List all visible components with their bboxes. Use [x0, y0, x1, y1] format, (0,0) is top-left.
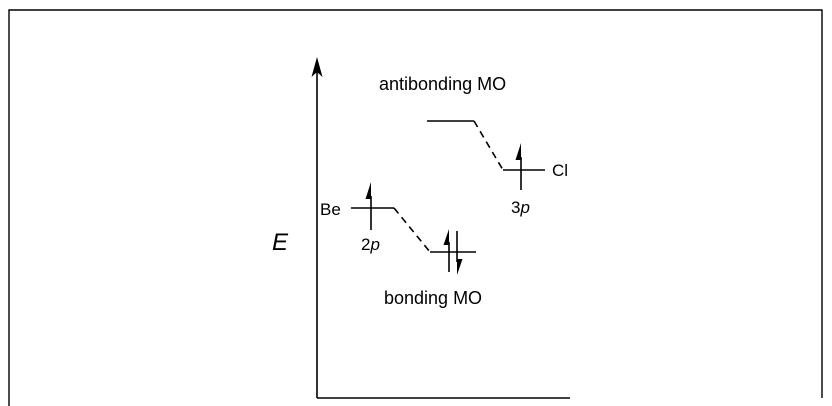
antibonding-correlation-line-cl: [473, 120, 504, 171]
energy-axis-label: E: [272, 229, 289, 256]
cl-3p-orbital-number: 3: [511, 198, 520, 217]
energy-axis-arrowhead: [311, 57, 323, 77]
be-2p-orbital-label: 2p: [361, 235, 380, 254]
cl-3p-orbital-letter: p: [519, 198, 529, 217]
cl-3p-orbital-label: 3p: [511, 198, 530, 217]
be-2p-orbital-number: 2: [361, 235, 370, 254]
bonding-mo-label: bonding MO: [384, 288, 482, 308]
bonding-mo-electron-up-barb: [443, 229, 449, 245]
cl-3p-electron-up-barb: [515, 143, 521, 160]
be-2p-orbital-letter: p: [369, 235, 379, 254]
be-atom-label: Be: [320, 200, 341, 219]
bonding-mo-electron-down-barb: [457, 259, 463, 275]
be-2p-electron-up-barb: [365, 182, 371, 199]
diagram-frame: [8, 9, 823, 406]
cl-atom-label: Cl: [552, 161, 568, 180]
bonding-correlation-line-be: [393, 207, 431, 253]
antibonding-mo-label: antibonding MO: [379, 74, 506, 94]
